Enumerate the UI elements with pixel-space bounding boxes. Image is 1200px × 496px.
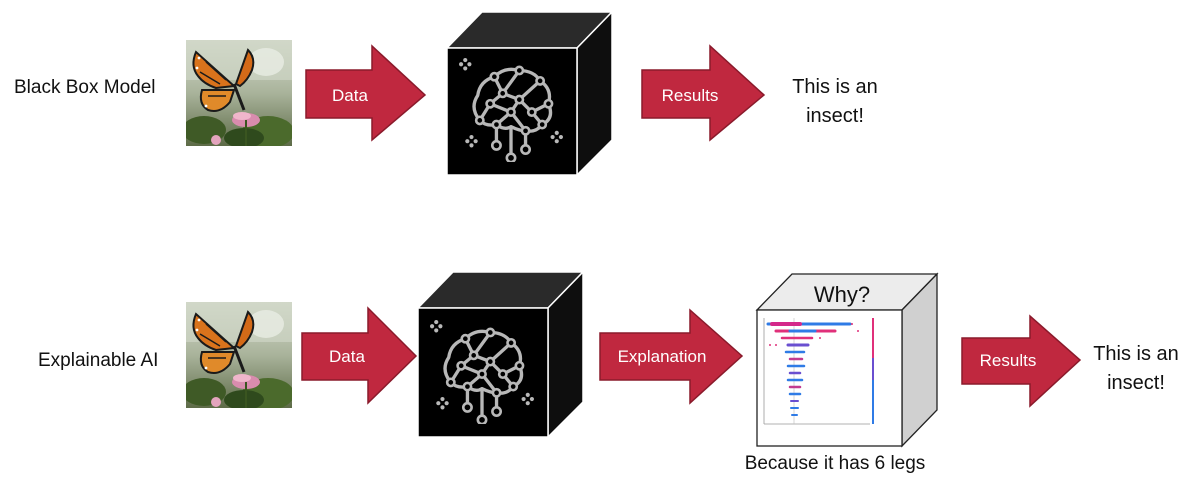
black-box-cube-2 — [416, 270, 585, 439]
explanation-arrow: Explanation — [599, 308, 744, 405]
explanation-arrow-label: Explanation — [618, 347, 707, 366]
butterfly-photo-2 — [186, 302, 292, 408]
results-arrow-top-label: Results — [662, 86, 719, 105]
why-title: Why? — [814, 282, 870, 307]
butterfly-photo — [186, 40, 292, 146]
bottom-row-label: Explainable AI — [38, 350, 158, 371]
top-result-line-1: This is an — [792, 76, 878, 98]
top-row: Black Box Model Data Results This is an … — [14, 10, 878, 177]
explanation-caption: Because it has 6 legs — [745, 453, 926, 474]
data-arrow-top-label: Data — [332, 86, 368, 105]
bottom-row: Explainable AI Data Explanation Why? — [38, 270, 1179, 474]
results-arrow-bottom-label: Results — [980, 351, 1037, 370]
black-box-cube — [445, 10, 614, 177]
top-row-label: Black Box Model — [14, 77, 156, 98]
bottom-result-line-1: This is an — [1093, 343, 1179, 365]
data-arrow-bottom-label: Data — [329, 347, 365, 366]
top-result-line-2: insect! — [806, 105, 864, 127]
bottom-result-line-2: insect! — [1107, 372, 1165, 394]
xai-cube: Why? — [755, 272, 939, 448]
data-arrow-bottom: Data — [301, 306, 418, 405]
results-arrow-top: Results — [641, 44, 766, 142]
shap-summary-plot — [763, 318, 874, 425]
results-arrow-bottom: Results — [961, 314, 1082, 408]
data-arrow-top: Data — [305, 44, 427, 142]
